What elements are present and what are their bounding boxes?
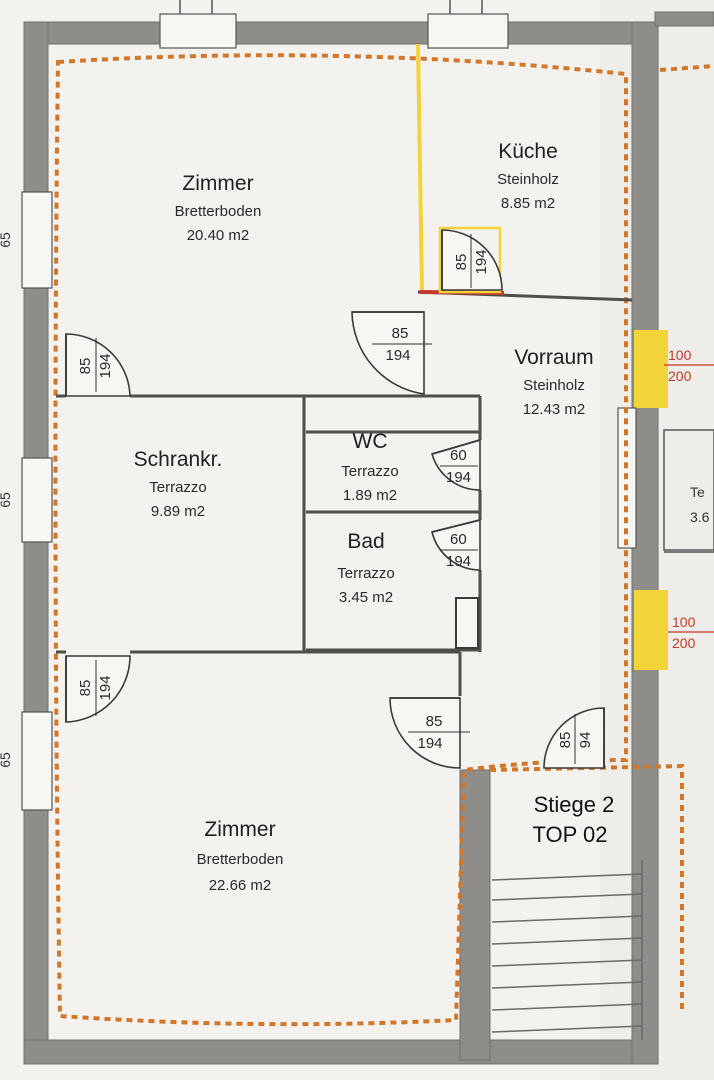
left-window-label-3: 65 (0, 752, 13, 768)
bottom-wall (23, 1039, 645, 1065)
svg-text:85: 85 (392, 325, 409, 342)
window-top-right (427, 13, 509, 49)
svg-text:85: 85 (77, 358, 94, 375)
room-area: 9.89 m2 (151, 503, 205, 520)
svg-text:194: 194 (446, 469, 471, 486)
svg-text:94: 94 (577, 732, 594, 749)
room-kueche: Küche Steinholz 8.85 m2 (497, 140, 559, 212)
left-window-label-1: 65 (0, 232, 13, 248)
stair-line1: Stiege 2 (534, 792, 615, 817)
svg-text:60: 60 (450, 447, 467, 464)
window-left-2 (21, 457, 53, 543)
room-area: 3.45 m2 (339, 589, 393, 606)
room-bad: Bad Terrazzo 3.45 m2 (337, 530, 395, 606)
window-top-left (159, 13, 237, 49)
room-area: 1.89 m2 (343, 487, 397, 504)
room-name: WC (353, 430, 388, 453)
svg-text:85: 85 (557, 732, 574, 749)
room-floor: Steinholz (497, 171, 559, 188)
room-area: 12.43 m2 (523, 401, 586, 418)
svg-text:194: 194 (97, 675, 114, 700)
door-kueche: 85 194 (441, 229, 503, 291)
ext-label-lower: 100 200 (668, 614, 714, 651)
svg-text:85: 85 (426, 713, 443, 730)
room-floor: Steinholz (523, 377, 585, 394)
svg-text:100: 100 (668, 347, 692, 363)
room-schrankr: Schrankr. Terrazzo 9.89 m2 (134, 448, 223, 520)
door-vorraum: 85 194 (351, 311, 432, 395)
left-window-label-2: 65 (0, 492, 13, 508)
room-zimmer-top: Zimmer Bretterboden 20.40 m2 (175, 172, 262, 244)
neighbor-area-fragment: 3.6 (690, 509, 710, 525)
svg-text:194: 194 (473, 249, 490, 274)
room-wc: WC Terrazzo 1.89 m2 (341, 430, 399, 504)
stair-left-wall (459, 769, 491, 1061)
room-name: Bad (347, 530, 384, 553)
svg-text:85: 85 (453, 254, 470, 271)
stair-boundary (489, 763, 684, 1012)
neighbor-top-wall (654, 11, 714, 27)
room-floor: Terrazzo (149, 479, 207, 496)
window-left-3 (21, 711, 53, 811)
room-floor: Terrazzo (341, 463, 399, 480)
svg-text:194: 194 (417, 735, 442, 752)
room-name: Schrankr. (134, 448, 223, 471)
opening-lower-marker (634, 590, 668, 670)
bath-fixture (455, 597, 479, 649)
stair-line2: TOP 02 (532, 822, 607, 847)
ext-label-upper: 100 200 (664, 347, 714, 384)
room-area: 8.85 m2 (501, 195, 555, 212)
svg-text:200: 200 (672, 635, 696, 651)
door-zimmer-bottom: 85 194 (389, 697, 470, 769)
door-entry: 85 94 (543, 707, 605, 769)
room-name: Küche (498, 140, 558, 163)
kitchen-door-marker (438, 226, 502, 294)
svg-text:194: 194 (97, 353, 114, 378)
room-area: 22.66 m2 (209, 877, 272, 894)
door-schrankraum: 85 194 (65, 333, 131, 397)
svg-text:194: 194 (446, 553, 471, 570)
neighbor-room-fragment: Te (690, 484, 705, 500)
svg-text:60: 60 (450, 531, 467, 548)
room-vorraum: Vorraum Steinholz 12.43 m2 (514, 346, 593, 418)
room-name: Zimmer (182, 172, 253, 195)
svg-text:100: 100 (672, 614, 696, 630)
room-floor: Terrazzo (337, 565, 395, 582)
door-wc: 60 194 (431, 438, 481, 491)
room-name: Vorraum (514, 346, 593, 369)
svg-text:85: 85 (77, 680, 94, 697)
interior-walls (56, 290, 633, 696)
neighbor-boundary (659, 64, 714, 72)
kitchen-yellow-line (416, 43, 424, 293)
top-wall (23, 21, 637, 45)
window-left-1 (21, 191, 53, 289)
door-zimmer-bottom-left: 85 194 (65, 655, 131, 723)
stair-treads (491, 860, 643, 1040)
door-bad: 60 194 (431, 518, 481, 571)
room-floor: Bretterboden (197, 851, 284, 868)
room-area: 20.40 m2 (187, 227, 250, 244)
stair-label: Stiege 2 TOP 02 (532, 792, 614, 847)
room-name: Zimmer (204, 818, 275, 841)
svg-text:200: 200 (668, 368, 692, 384)
opening-upper-marker (634, 330, 668, 408)
unit-boundary (53, 53, 628, 1027)
room-zimmer-bottom: Zimmer Bretterboden 22.66 m2 (197, 818, 284, 894)
room-floor: Bretterboden (175, 203, 262, 220)
svg-text:194: 194 (385, 347, 410, 364)
